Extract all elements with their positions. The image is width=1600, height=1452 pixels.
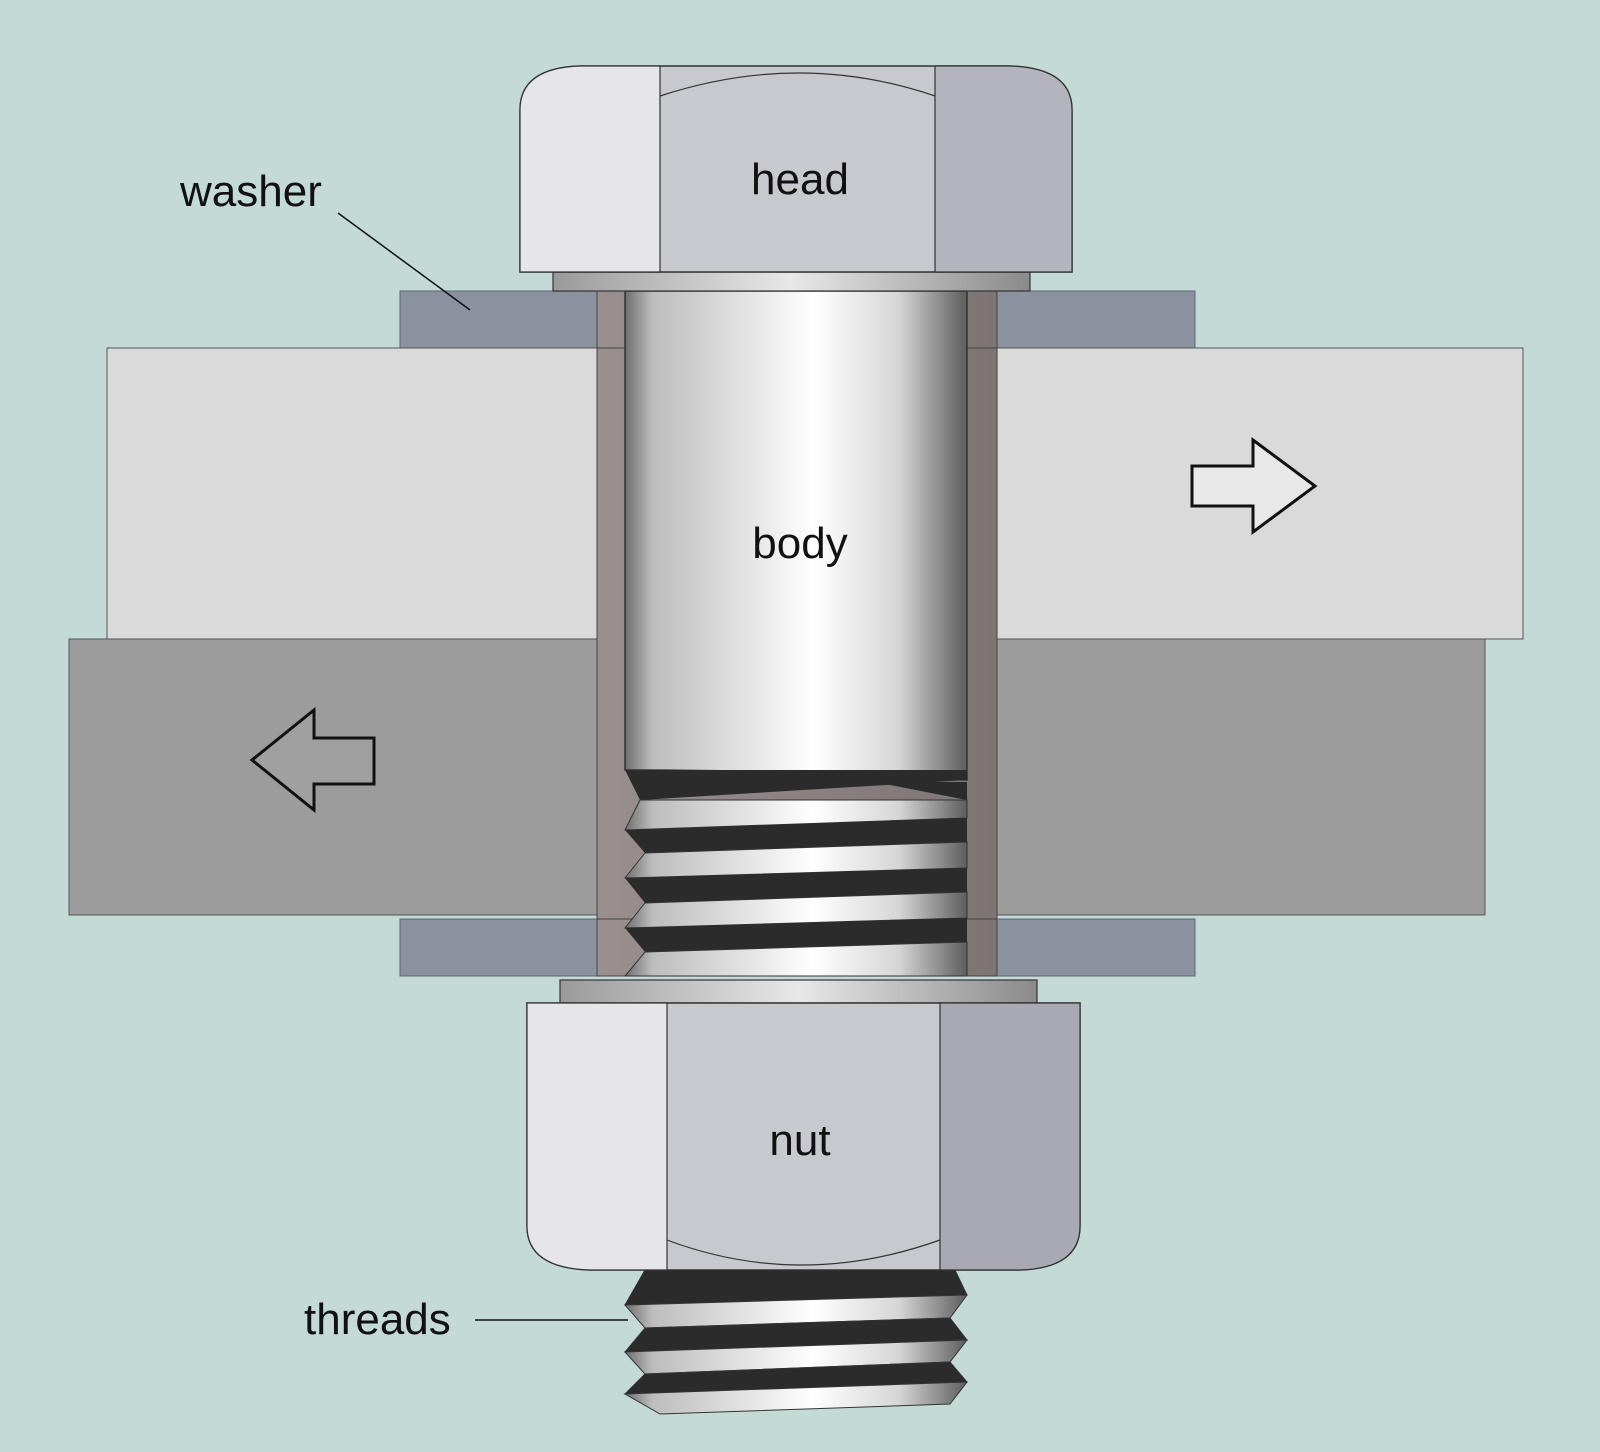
threads-label: threads <box>304 1295 451 1344</box>
lower-plate-arrow-icon <box>249 706 376 814</box>
head-collar <box>552 271 1031 292</box>
bolt-threads-outer <box>623 1269 969 1415</box>
washer-label: washer <box>179 167 322 216</box>
bolt-threads-inner <box>623 770 968 977</box>
bolt-head <box>519 65 1073 273</box>
washer-leader-line <box>337 212 471 311</box>
nut-collar <box>559 979 1038 1004</box>
nut-label: nut <box>769 1116 830 1165</box>
nut <box>526 1002 1081 1271</box>
upper-plate-arrow-icon <box>1190 437 1318 535</box>
head-label: head <box>751 155 849 204</box>
body-label: body <box>752 519 847 568</box>
